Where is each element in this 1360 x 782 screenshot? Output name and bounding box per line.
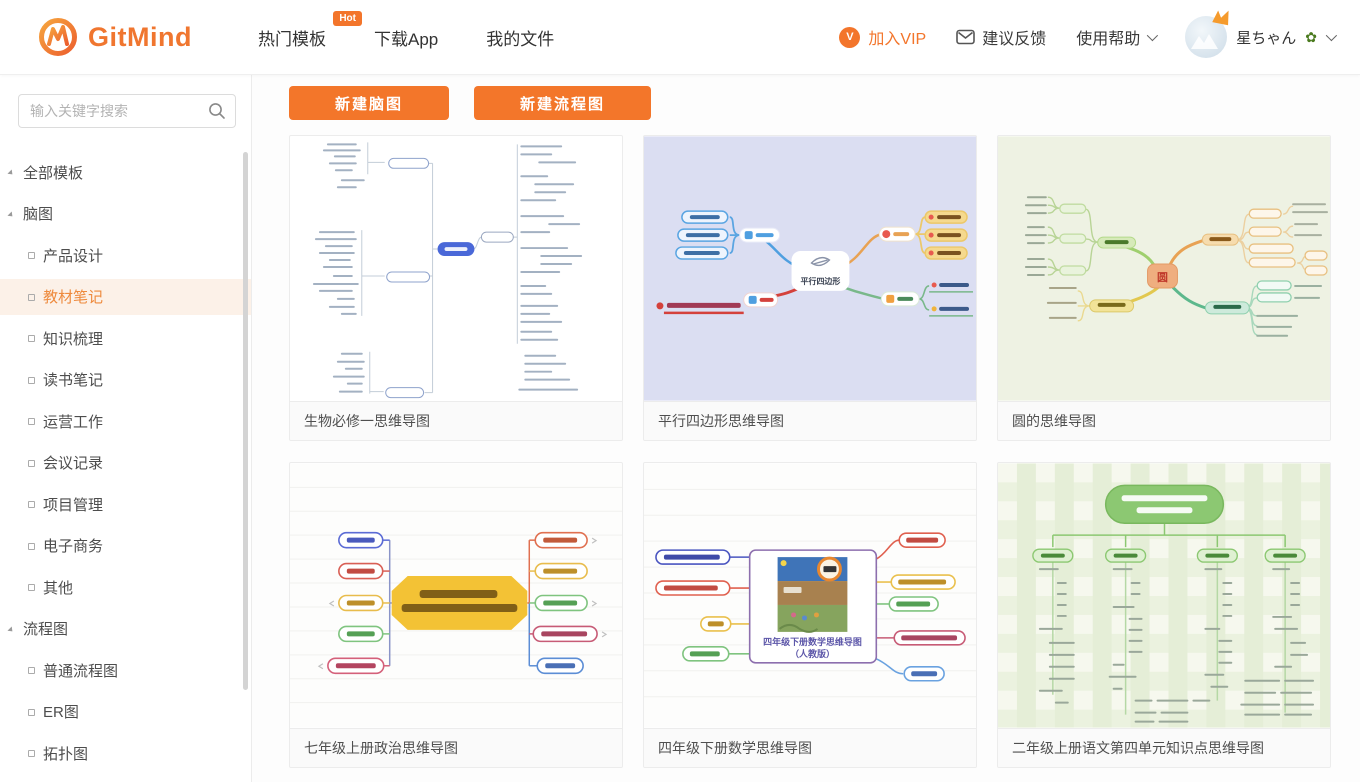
biology-mindmap-preview (290, 136, 622, 401)
card-title: 四年级下册数学思维导图 (644, 728, 976, 767)
envelope-icon (956, 29, 976, 45)
create-toolbar: 新建脑图 新建流程图 (289, 86, 1360, 120)
sidebar: 全部模板 脑图 产品设计 教材笔记 知识梳理 读书笔记 运营工作 会议记录 项目… (0, 75, 252, 782)
gitmind-logo-icon (39, 18, 77, 56)
card-title: 平行四边形思维导图 (644, 401, 976, 440)
sidebar-item-reading-notes[interactable]: 读书笔记 (0, 362, 251, 398)
feedback-button[interactable]: 建议反馈 (956, 25, 1046, 49)
sidebar-scrollbar[interactable] (243, 152, 248, 690)
join-vip-button[interactable]: V 加入VIP (839, 25, 926, 49)
card-thumbnail[interactable] (998, 463, 1330, 728)
header-right: V 加入VIP 建议反馈 使用帮助 星ちゃん ✿ (839, 10, 1338, 58)
brand-name: GitMind (88, 21, 192, 52)
template-card-politics[interactable]: 七年级上册政治思维导图 (289, 462, 623, 768)
sidebar-item-project-mgmt[interactable]: 项目管理 (0, 486, 251, 522)
sidebar-item-operations[interactable]: 运营工作 (0, 403, 251, 439)
search-box (18, 94, 236, 128)
feedback-label: 建议反馈 (982, 31, 1047, 48)
parallelogram-mindmap-preview: 平行四边形 (644, 136, 976, 401)
circle-mindmap-preview: 圆 (998, 136, 1330, 401)
top-header: GitMind 热门模板 Hot 下载App 我的文件 V 加入VIP 建议反馈… (0, 0, 1360, 75)
sidebar-group-mindmap[interactable]: 脑图 (0, 196, 251, 232)
new-mindmap-button[interactable]: 新建脑图 (289, 86, 450, 120)
search-icon[interactable] (208, 102, 226, 120)
main-nav: 热门模板 Hot 下载App 我的文件 (257, 10, 555, 50)
template-card-circle[interactable]: 圆 圆的思维导图 (997, 135, 1331, 441)
sidebar-item-product-design[interactable]: 产品设计 (0, 237, 251, 273)
hot-badge: Hot (333, 10, 362, 26)
join-vip-label: 加入VIP (868, 31, 927, 48)
template-gallery: 新建脑图 新建流程图 (252, 75, 1360, 782)
card-thumbnail[interactable]: 平行四边形 (644, 136, 976, 401)
flower-emoji: ✿ (1305, 28, 1317, 45)
card-thumbnail[interactable] (290, 136, 622, 401)
center-topic-label: 圆 (1157, 271, 1168, 284)
card-title: 二年级上册语文第四单元知识点思维导图 (998, 728, 1330, 767)
chinese-mindmap-preview (998, 463, 1330, 728)
template-card-chinese[interactable]: 二年级上册语文第四单元知识点思维导图 (997, 462, 1331, 768)
card-title: 圆的思维导图 (998, 401, 1330, 440)
template-grid: 生物必修一思维导图 (289, 135, 1360, 768)
card-title: 七年级上册政治思维导图 (290, 728, 622, 767)
nav-hot-templates-label: 热门模板 (257, 29, 326, 49)
center-topic-label2: （人教版） (790, 648, 835, 659)
nav-my-files[interactable]: 我的文件 (486, 29, 555, 49)
sidebar-item-knowledge[interactable]: 知识梳理 (0, 320, 251, 356)
crown-icon (1212, 10, 1229, 26)
chevron-down-icon (1325, 29, 1338, 42)
help-label: 使用帮助 (1076, 31, 1141, 48)
sidebar-item-ecommerce[interactable]: 电子商务 (0, 528, 251, 564)
sidebar-item-all-templates[interactable]: 全部模板 (0, 154, 251, 190)
new-flowchart-button[interactable]: 新建流程图 (474, 86, 652, 120)
vip-icon: V (839, 26, 861, 48)
template-card-parallelogram[interactable]: 平行四边形 平行四边形思维导图 (643, 135, 977, 441)
username: 星ちゃん (1236, 29, 1297, 47)
sidebar-item-textbook-notes[interactable]: 教材笔记 (0, 278, 251, 315)
template-card-biology[interactable]: 生物必修一思维导图 (289, 135, 623, 441)
gitmind-logo[interactable]: GitMind (38, 17, 192, 57)
template-card-math[interactable]: 四年级下册数学思维导图 （人教版） 四年级下册数学思维导图 (643, 462, 977, 768)
nav-hot-templates[interactable]: 热门模板 Hot (257, 10, 362, 50)
card-title: 生物必修一思维导图 (290, 401, 622, 440)
sidebar-item-topology[interactable]: 拓扑图 (0, 735, 251, 771)
nav-download-app[interactable]: 下载App (373, 29, 439, 49)
center-topic-label: 四年级下册数学思维导图 (763, 636, 862, 647)
user-menu[interactable]: 星ちゃん ✿ (1185, 10, 1338, 58)
sidebar-item-other[interactable]: 其他 (0, 569, 251, 605)
politics-mindmap-preview (290, 463, 622, 728)
chevron-down-icon (1147, 29, 1159, 42)
help-menu[interactable]: 使用帮助 (1076, 25, 1159, 49)
card-thumbnail[interactable]: 四年级下册数学思维导图 （人教版） (644, 463, 976, 728)
center-topic-label: 平行四边形 (801, 276, 841, 286)
sidebar-item-basic-flowchart[interactable]: 普通流程图 (0, 652, 251, 688)
math-mindmap-preview: 四年级下册数学思维导图 （人教版） (644, 463, 976, 728)
search-input[interactable] (18, 94, 236, 128)
avatar (1185, 10, 1229, 58)
card-thumbnail[interactable]: 圆 (998, 136, 1330, 401)
avatar-art (1191, 34, 1219, 49)
sidebar-item-meeting-minutes[interactable]: 会议记录 (0, 445, 251, 481)
card-thumbnail[interactable] (290, 463, 622, 728)
sidebar-item-er-diagram[interactable]: ER图 (0, 694, 251, 730)
sidebar-group-flowchart[interactable]: 流程图 (0, 611, 251, 647)
